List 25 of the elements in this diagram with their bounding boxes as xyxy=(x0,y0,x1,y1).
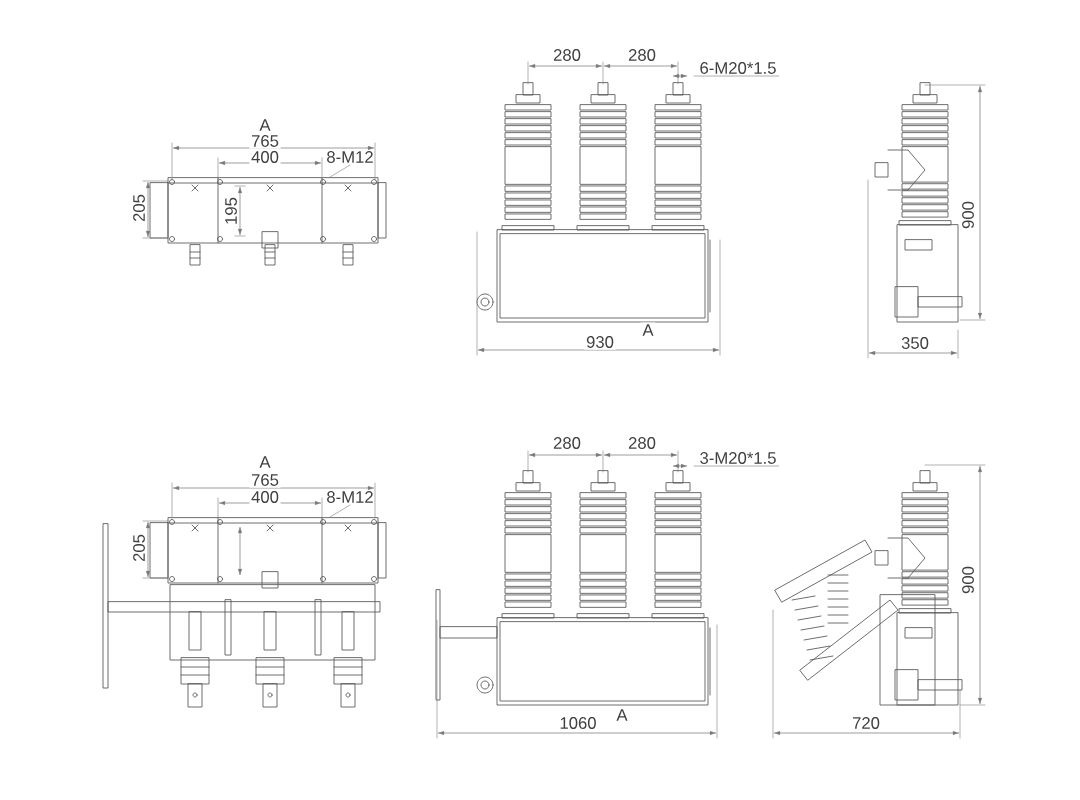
dimension-value: 205 xyxy=(131,192,147,224)
dimension-value: 280 xyxy=(626,47,658,63)
callout-text: 6-M20*1.5 xyxy=(700,62,776,74)
dimension-value: 930 xyxy=(584,334,616,350)
dimension-value: 900 xyxy=(960,199,976,231)
dimension-value: 280 xyxy=(551,47,583,63)
leader-line xyxy=(329,164,351,178)
dimension-value: 400 xyxy=(249,489,281,505)
leader-line xyxy=(329,504,351,518)
dimension-value: 280 xyxy=(551,435,583,451)
dimension-value: 205 xyxy=(131,532,147,564)
dimension-value: 1060 xyxy=(557,715,599,731)
leader-line xyxy=(693,465,779,467)
callout-text: 8-M12 xyxy=(327,151,373,163)
dimension-value: 195 xyxy=(223,195,239,227)
dimension-value: 280 xyxy=(626,435,658,451)
dimension-value: 765 xyxy=(249,472,281,488)
leader-line xyxy=(693,75,779,77)
dimension-value: 400 xyxy=(249,149,281,165)
callout-text: 3-M20*1.5 xyxy=(700,452,776,464)
dimension-value: 900 xyxy=(960,564,976,596)
dimension-value: 765 xyxy=(249,133,281,149)
dimension-value: 720 xyxy=(850,715,882,731)
callout-text: 8-M12 xyxy=(327,491,373,503)
dimension-value: 350 xyxy=(899,335,931,351)
